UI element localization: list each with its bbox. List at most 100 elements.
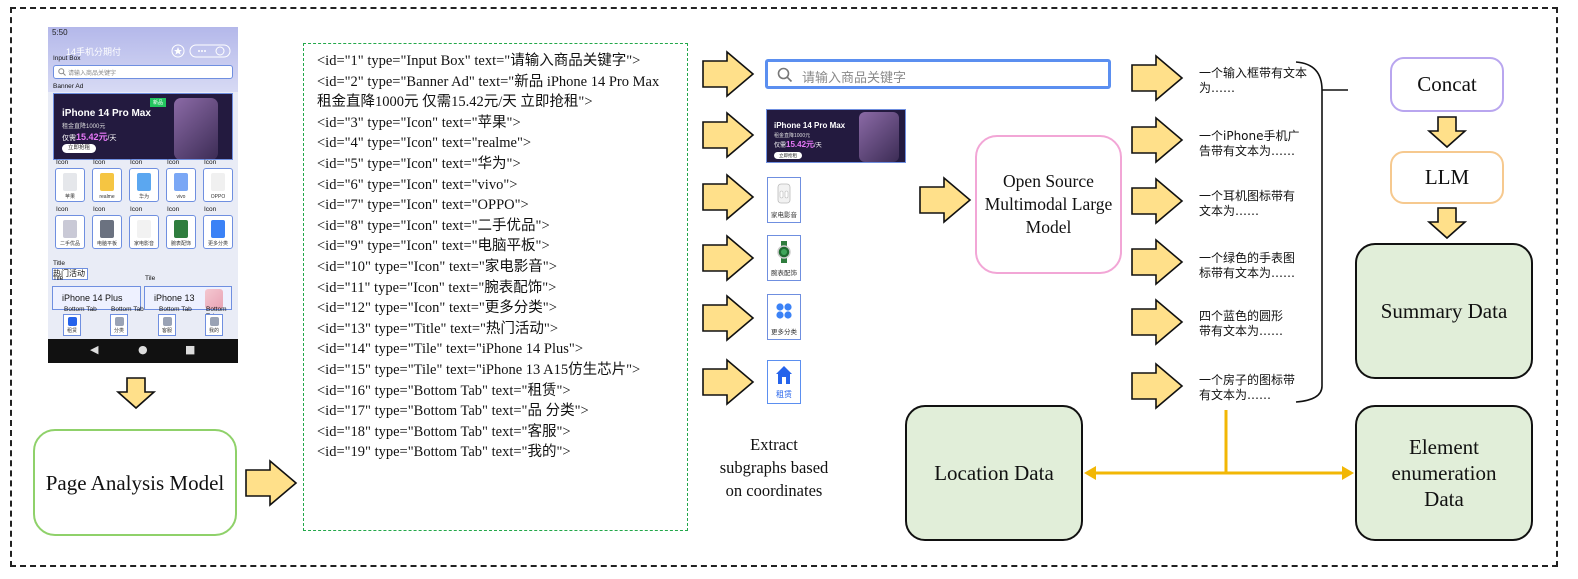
element-list-item: <id="4" type="Icon" text="realme"> bbox=[317, 135, 532, 152]
element-list-item: <id="12" type="Icon" text="更多分类"> bbox=[317, 300, 557, 317]
bottom-tab-tag: Bottom Tab bbox=[159, 306, 192, 313]
icon-tag: Icon bbox=[56, 159, 69, 166]
extracted-watch-icon: 腕表配饰 bbox=[767, 235, 801, 281]
element-list-item: <id="10" type="Icon" text="家电影音"> bbox=[317, 258, 557, 275]
banner-price-line: 仅需15.42元/天 bbox=[62, 132, 117, 142]
phone-icon-cell: 二手优品 bbox=[55, 215, 85, 249]
llm-box: LLM bbox=[1390, 151, 1504, 204]
description-3: 一个耳机图标带有文本为…… bbox=[1199, 189, 1296, 218]
concat-box: Concat bbox=[1390, 57, 1504, 112]
recents-icon: ■ bbox=[185, 343, 196, 356]
element-list: <id="1" type="Input Box" text="请输入商品关键字"… bbox=[317, 51, 677, 463]
extracted-house-icon: 租赁 bbox=[767, 360, 801, 404]
product-icon bbox=[174, 173, 188, 191]
product-icon bbox=[211, 220, 225, 238]
outer-dashed-frame bbox=[10, 7, 1558, 567]
phone-section-title: 热门活动 bbox=[52, 268, 88, 280]
icon-tag: Icon bbox=[93, 206, 106, 213]
icon-tag: Icon bbox=[204, 206, 217, 213]
phone-tile-1: iPhone 14 Plus bbox=[52, 286, 141, 310]
extracted-banner-phone-image bbox=[859, 112, 899, 162]
tab-icon bbox=[115, 317, 124, 326]
phone-icon-cell: 家电影音 bbox=[129, 215, 159, 249]
extracted-banner-price: 仅需15.42元/天 bbox=[774, 140, 822, 149]
element-enumeration-data-box: Element enumeration Data bbox=[1355, 405, 1533, 541]
product-icon bbox=[100, 173, 114, 191]
tab-label: 分类 bbox=[113, 328, 124, 334]
banner-ad-tag: Banner Ad bbox=[53, 83, 84, 90]
bottom-tab-tag: Bottom Tab bbox=[64, 306, 97, 313]
icon-tag: Icon bbox=[56, 206, 69, 213]
watch-icon bbox=[777, 241, 791, 263]
phone-header bbox=[48, 27, 238, 92]
phone-screenshot: 5:50 14手机分期付 Input Box 请输入商品关键字 Banner A… bbox=[48, 27, 238, 363]
element-list-box bbox=[303, 43, 688, 531]
headphone-icon bbox=[777, 183, 791, 204]
house-icon bbox=[776, 366, 792, 384]
icon-label: 二手优品 bbox=[59, 241, 80, 247]
phone-bottom-tab: 租赁 bbox=[63, 314, 81, 336]
element-list-item: <id="18" type="Bottom Tab" text="客服"> bbox=[317, 423, 571, 440]
element-list-item: <id="16" type="Bottom Tab" text="租赁"> bbox=[317, 382, 571, 399]
location-data-box: Location Data bbox=[905, 405, 1083, 541]
phone-icon-cell: 电脑平板 bbox=[92, 215, 122, 249]
element-list-item: <id="11" type="Icon" text="腕表配饰"> bbox=[317, 279, 557, 296]
element-list-item: <id="17" type="Bottom Tab" text="品 分类"> bbox=[317, 403, 589, 420]
product-icon bbox=[174, 220, 188, 238]
element-list-item: <id="3" type="Icon" text="苹果"> bbox=[317, 114, 521, 131]
back-icon: ◀ bbox=[90, 343, 99, 356]
extracted-headphone-icon: 家电影音 bbox=[767, 177, 801, 223]
icon-tag: Icon bbox=[204, 159, 217, 166]
input-box-tag: Input Box bbox=[53, 55, 81, 62]
element-list-item: <id="9" type="Icon" text="电脑平板"> bbox=[317, 238, 550, 255]
description-4: 一个绿色的手表图标带有文本为…… bbox=[1199, 251, 1296, 280]
extracted-search-input: 请输入商品关键字 bbox=[765, 59, 1111, 89]
phone-icon-cell: 华为 bbox=[129, 168, 159, 202]
phone-icon-cell: 苹果 bbox=[55, 168, 85, 202]
phone-icon-cell: OPPO bbox=[203, 168, 233, 202]
extract-caption: Extract subgraphs based on coordinates bbox=[719, 435, 829, 500]
description-5: 四个蓝色的圆形带有文本为…… bbox=[1199, 309, 1284, 338]
product-icon bbox=[100, 220, 114, 238]
phone-tile-2: iPhone 13 bbox=[144, 286, 232, 310]
icon-tag: Icon bbox=[130, 159, 143, 166]
icon-label: OPPO bbox=[210, 194, 226, 200]
extracted-search-placeholder: 请输入商品关键字 bbox=[802, 70, 907, 85]
phone-banner-ad: iPhone 14 Pro Max 租金直降1000元 仅需15.42元/天 立… bbox=[53, 93, 233, 160]
tab-icon bbox=[163, 317, 172, 326]
extracted-banner-subtitle: 租金直降1000元 bbox=[774, 133, 811, 139]
status-time: 5:50 bbox=[52, 28, 68, 37]
phone-search-placeholder: 请输入商品关键字 bbox=[68, 71, 117, 77]
description-2: 一个iPhone手机广告带有文本为…… bbox=[1199, 129, 1300, 158]
element-list-item: <id="6" type="Icon" text="vivo"> bbox=[317, 176, 518, 193]
summary-data-box: Summary Data bbox=[1355, 243, 1533, 379]
tile-tag-1: Tile bbox=[53, 275, 64, 282]
banner-badge: 新品 bbox=[150, 98, 167, 107]
element-list-item: <id="15" type="Tile" text="iPhone 13 A15… bbox=[317, 361, 641, 378]
icon-tag: Icon bbox=[167, 159, 180, 166]
search-icon bbox=[777, 67, 793, 83]
element-list-item: <id="8" type="Icon" text="二手优品"> bbox=[317, 217, 550, 234]
tab-label: 客服 bbox=[161, 328, 172, 334]
icon-tag: Icon bbox=[93, 159, 106, 166]
tile-tag-2: Tile bbox=[145, 275, 156, 282]
extracted-more-categories-icon: 更多分类 bbox=[767, 294, 801, 340]
extracted-banner-button: 立即抢租 bbox=[774, 152, 802, 159]
home-icon: ● bbox=[138, 343, 148, 356]
icon-tag: Icon bbox=[167, 206, 180, 213]
element-list-item: <id="5" type="Icon" text="华为"> bbox=[317, 155, 521, 172]
icon-tag: Icon bbox=[130, 206, 143, 213]
phone-icon-cell: vivo bbox=[166, 168, 196, 202]
icon-label: 电脑平板 bbox=[96, 241, 117, 247]
element-list-item: <id="13" type="Title" text="热门活动"> bbox=[317, 320, 559, 337]
tile-phone-image bbox=[205, 289, 223, 309]
phone-bottom-tab: 客服 bbox=[158, 314, 176, 336]
element-list-item: <id="14" type="Tile" text="iPhone 14 Plu… bbox=[317, 341, 583, 358]
banner-button: 立即抢租 bbox=[62, 144, 96, 153]
bottom-tab-tag: Bottom Tab bbox=[111, 306, 144, 313]
arrow-down-phone bbox=[117, 377, 155, 409]
icon-label: 家电影音 bbox=[133, 241, 154, 247]
phone-icon-cell: realme bbox=[92, 168, 122, 202]
product-icon bbox=[211, 173, 225, 191]
